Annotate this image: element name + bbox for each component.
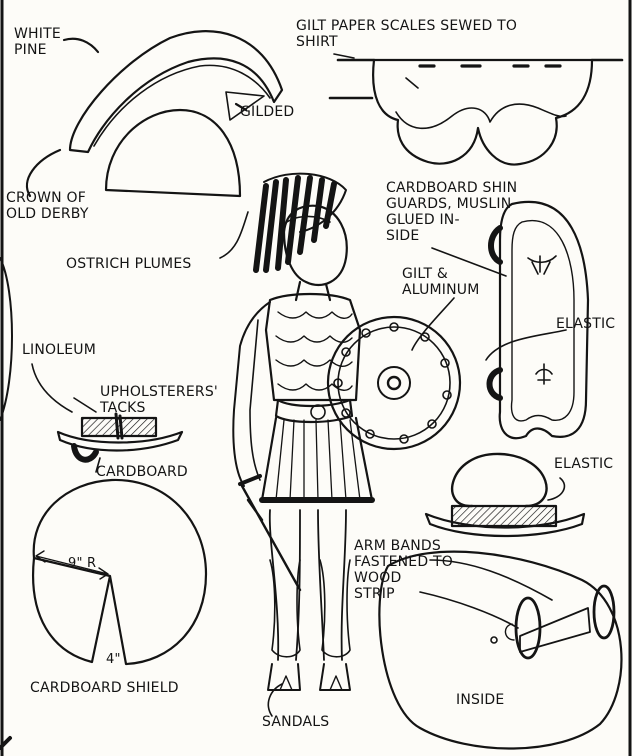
label-arm-bands: ARM BANDS FASTENED TO WOOD STRIP [354, 538, 453, 602]
helmet-crest-drawing [70, 31, 282, 152]
pointer-elastic-2 [548, 478, 564, 500]
label-gilt-paper-scales: GILT PAPER SCALES SEWED TO SHIRT [296, 18, 517, 50]
pointer-elastic-1 [486, 330, 566, 360]
pointer-white-pine [64, 39, 98, 52]
label-elastic-shin: ELASTIC [556, 316, 615, 332]
label-crown-of-old-derby: CROWN OF OLD DERBY [6, 190, 89, 222]
label-shin-guards: CARDBOARD SHIN GUARDS, MUSLIN GLUED IN- … [386, 180, 517, 244]
label-dimension-radius: 9" R [68, 556, 96, 571]
label-gilt-aluminum: GILT & ALUMINUM [402, 266, 480, 298]
label-dimension-gap: 4" [106, 652, 121, 667]
tack-section-drawing [58, 414, 182, 460]
label-linoleum: LINOLEUM [22, 342, 96, 358]
derby-crown-drawing [106, 110, 240, 196]
pointer-ostrich [220, 212, 248, 258]
pointer-linoleum [32, 364, 72, 412]
pie-pattern-drawing [33, 480, 206, 664]
pointer-tacks [74, 398, 96, 412]
label-ostrich-plumes: OSTRICH PLUMES [66, 256, 191, 272]
label-elastic-strap: ELASTIC [554, 456, 613, 472]
label-cardboard-shield: CARDBOARD SHIELD [30, 680, 179, 696]
label-upholsterers-tacks: UPHOLSTERERS' TACKS [100, 384, 218, 416]
label-inside: INSIDE [456, 692, 504, 708]
label-cardboard: CARDBOARD [96, 464, 188, 480]
label-gilded: GILDED [240, 104, 294, 120]
label-sandals: SANDALS [262, 714, 329, 730]
label-white-pine: WHITE PINE [14, 26, 61, 58]
scales-drawing [330, 54, 622, 165]
round-shield-drawing [328, 317, 460, 449]
